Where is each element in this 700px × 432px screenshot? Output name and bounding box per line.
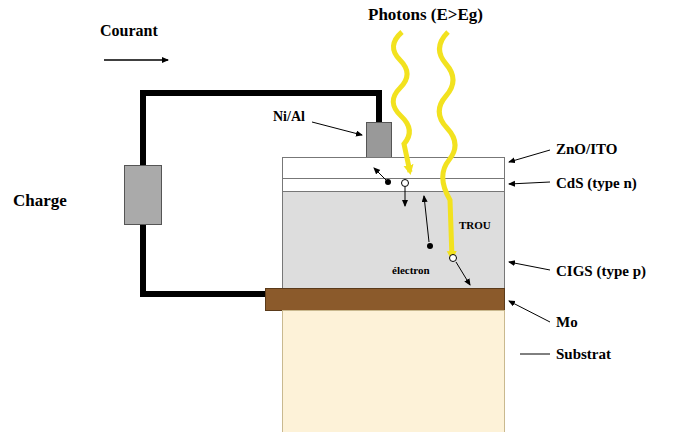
- leader-line: [509, 150, 550, 162]
- layer-label: ZnO/ITO: [556, 141, 617, 158]
- hole-label: TROU: [459, 219, 491, 231]
- back-contact: Mo: [265, 288, 505, 311]
- leader-line: [509, 301, 550, 322]
- contact-grid: Ni/Al: [366, 122, 392, 158]
- circuit-wire: [143, 225, 265, 294]
- hole-circle: [450, 255, 457, 262]
- layer-label: Mo: [556, 314, 578, 331]
- carrier-arrow: [424, 196, 429, 242]
- layer-label: CIGS (type p): [556, 263, 646, 280]
- leader-line: [520, 354, 550, 355]
- photon-ray: [439, 32, 455, 258]
- wire-path: [143, 225, 265, 294]
- carrier-arrow: [374, 168, 386, 180]
- wire-path: [143, 93, 379, 165]
- hole-circle: [402, 180, 409, 187]
- window-layer: ZnO/ITO: [282, 157, 505, 179]
- layer-label: Substrat: [556, 346, 611, 363]
- carrier-arrow: [456, 262, 470, 285]
- current-arrow: [104, 59, 168, 61]
- substrate-layer: Substrat: [282, 310, 505, 432]
- leader-line: [509, 262, 550, 270]
- leader-line: [509, 182, 550, 184]
- layer-label: Ni/Al: [273, 109, 305, 124]
- buffer-layer: CdS (type n): [282, 178, 505, 192]
- leader-line: [312, 122, 362, 135]
- photon-label: Photons (E>Eg): [368, 6, 483, 25]
- load-box: Charge: [124, 165, 162, 225]
- circuit-wire: [143, 93, 379, 165]
- electron-dot: [427, 243, 433, 249]
- layer-label: CdS (type n): [556, 175, 637, 192]
- photon-ray: [393, 32, 410, 172]
- layer-label: Charge: [13, 192, 67, 211]
- carrier-arrow: [405, 187, 406, 206]
- electron-label: électron: [392, 264, 430, 276]
- current-label: Courant: [100, 22, 158, 40]
